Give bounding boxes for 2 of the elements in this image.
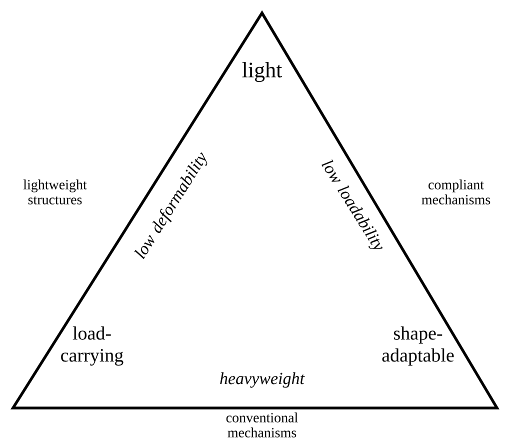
region-label: compliant mechanisms xyxy=(422,180,490,204)
region-label: lightweight structures xyxy=(23,180,87,204)
